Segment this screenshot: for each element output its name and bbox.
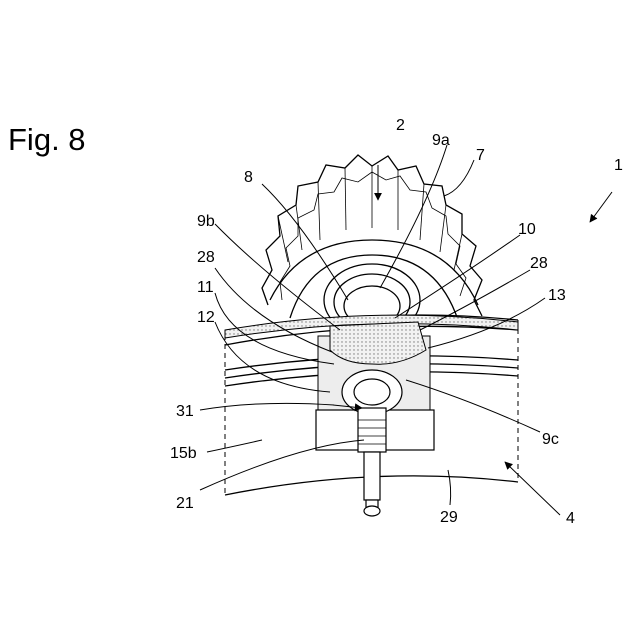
label-21: 21 (176, 495, 194, 512)
label-13: 13 (548, 287, 566, 304)
label-2: 2 (396, 117, 405, 134)
label-9a: 9a (432, 132, 450, 149)
label-8: 8 (244, 169, 253, 186)
label-15b: 15b (170, 445, 197, 462)
label-9c: 9c (542, 431, 559, 448)
label-9b: 9b (197, 213, 215, 230)
label-1: 1 (614, 157, 623, 174)
mechanism-drawing (200, 145, 612, 516)
label-10: 10 (518, 221, 536, 238)
seal-insert (330, 322, 426, 364)
label-4: 4 (566, 510, 575, 527)
label-28-right: 28 (530, 255, 548, 272)
figure-title: Fig. 8 (8, 122, 86, 157)
label-7: 7 (476, 147, 485, 164)
knob-assembly (262, 155, 482, 336)
label-11: 11 (197, 279, 214, 296)
label-12: 12 (197, 309, 215, 326)
label-31: 31 (176, 403, 194, 420)
label-29: 29 (440, 509, 458, 526)
label-28-left: 28 (197, 249, 215, 266)
